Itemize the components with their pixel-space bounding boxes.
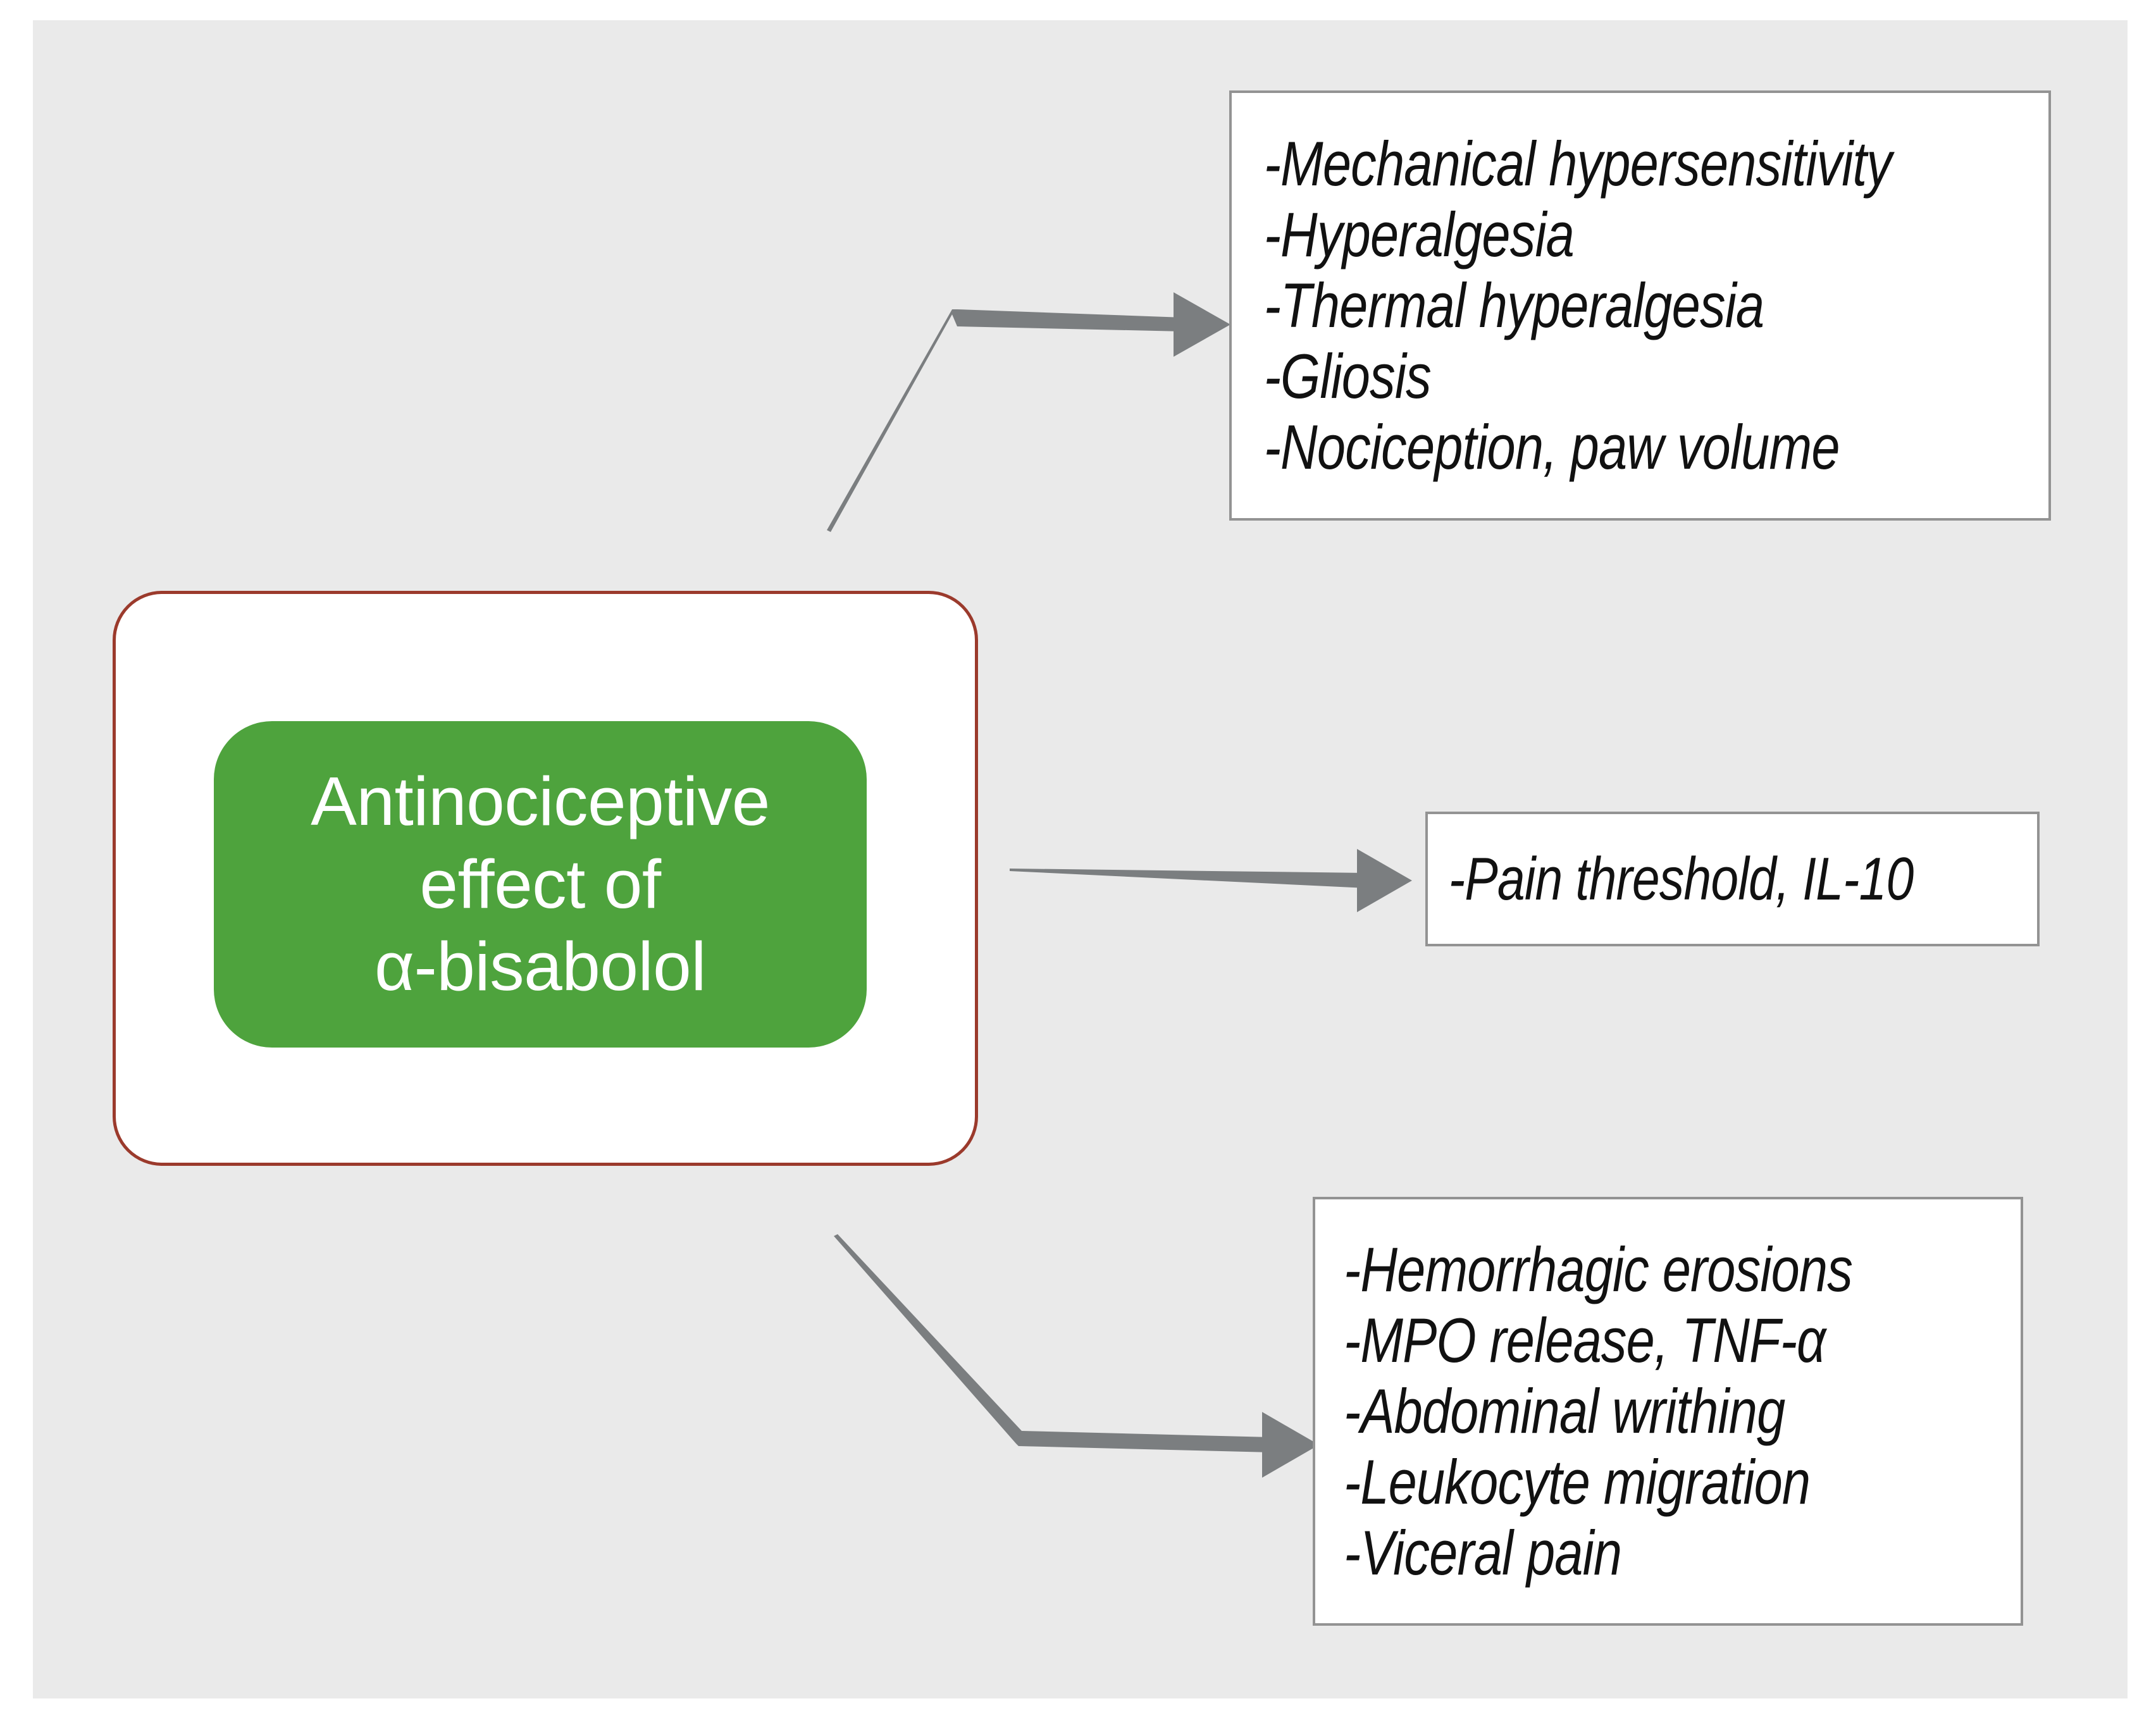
central-node-label: Antinociceptive effect of α-bisabolol (311, 762, 770, 1006)
outcome-list-middle: -Pain threshold, IL-10 (1448, 844, 1914, 913)
central-node: Antinociceptive effect of α-bisabolol (113, 591, 978, 1166)
outcome-list-top: -Mechanical hypersensitivity -Hyperalges… (1263, 128, 1892, 482)
outcome-box-bottom: -Hemorrhagic erosions -MPO release, TNF-… (1313, 1197, 2023, 1626)
central-node-pill: Antinociceptive effect of α-bisabolol (214, 721, 867, 1048)
outcome-box-middle: -Pain threshold, IL-10 (1425, 812, 2040, 946)
outcome-list-bottom: -Hemorrhagic erosions -MPO release, TNF-… (1344, 1234, 1853, 1588)
outcome-box-top: -Mechanical hypersensitivity -Hyperalges… (1229, 90, 2051, 521)
